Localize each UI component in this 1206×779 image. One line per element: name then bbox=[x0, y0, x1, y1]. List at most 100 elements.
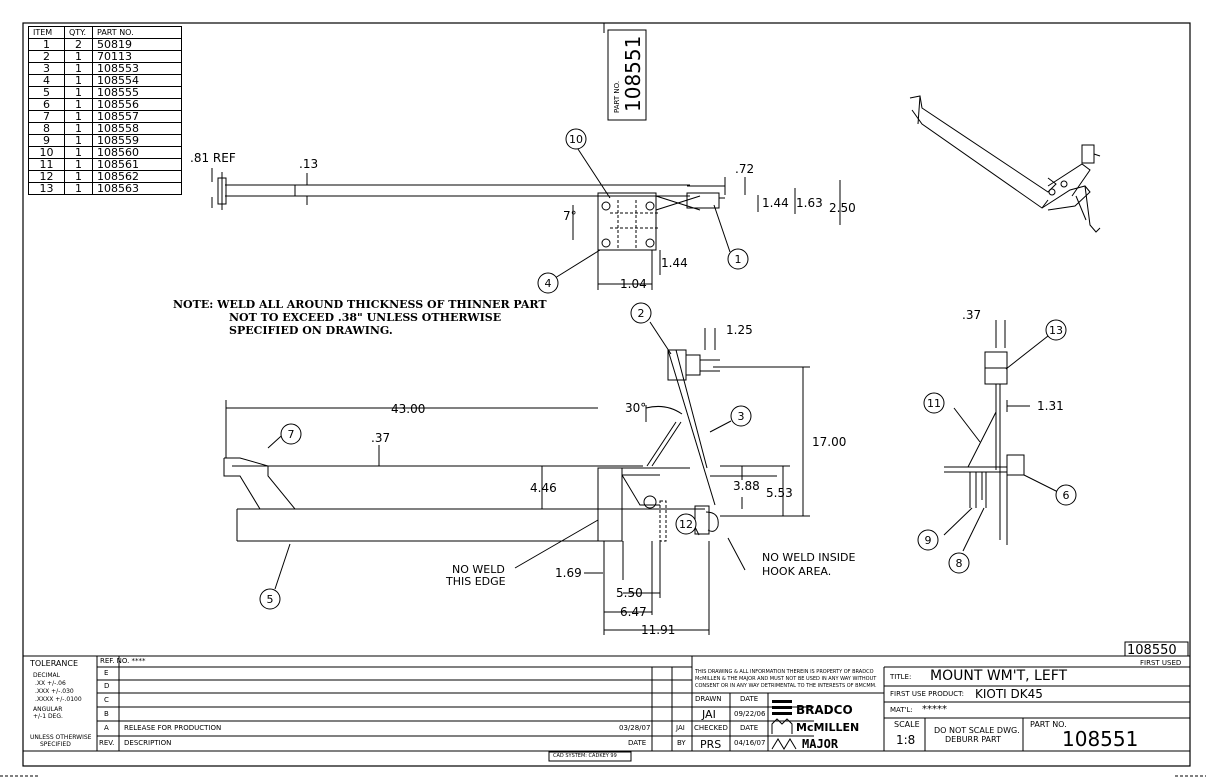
drawn-label: DRAWN bbox=[695, 695, 722, 703]
stamp-number: 108551 bbox=[621, 36, 645, 112]
first-used-label: FIRST USED bbox=[1140, 659, 1181, 667]
by-label: BY bbox=[677, 739, 686, 747]
mcmillen-text: McMILLEN bbox=[796, 721, 859, 734]
balloon-10: 10 bbox=[569, 133, 583, 146]
balloon-numbers: 10 4 1 2 3 7 5 12 13 11 6 9 8 bbox=[267, 133, 1070, 606]
dim-7deg: 7° bbox=[563, 209, 577, 223]
side-view bbox=[223, 321, 810, 635]
bom-cell-part: 108560 bbox=[92, 146, 182, 159]
checked-date-label: DATE bbox=[740, 724, 759, 732]
dim-553: 5.53 bbox=[766, 486, 793, 500]
bom-cell-item: 4 bbox=[28, 74, 65, 87]
balloon-6: 6 bbox=[1063, 489, 1070, 502]
weld-note: NOTE: WELD ALL AROUND THICKNESS OF THINN… bbox=[173, 298, 547, 337]
note-line-1: NOTE: WELD ALL AROUND THICKNESS OF THINN… bbox=[173, 298, 547, 311]
isometric-view bbox=[909, 95, 1101, 233]
bom-cell-part: 108553 bbox=[92, 62, 182, 75]
noweld-hook-line2: HOOK AREA. bbox=[762, 565, 831, 578]
drawn-by: JAI bbox=[702, 708, 716, 721]
do-not-scale: DO NOT SCALE DWG. bbox=[934, 726, 1020, 735]
deburr-part: DEBURR PART bbox=[945, 735, 1001, 744]
balloon-5: 5 bbox=[267, 593, 274, 606]
rev-label: REV. bbox=[99, 739, 115, 747]
tol-line-6: +/-1 DEG. bbox=[33, 713, 63, 720]
dim-250: 2.50 bbox=[829, 201, 856, 215]
bom-cell-qty: 1 bbox=[64, 62, 93, 75]
bom-cell-qty: 1 bbox=[64, 122, 93, 135]
dim-37-b: .37 bbox=[962, 308, 981, 322]
tol-line-8: SPECIFIED bbox=[40, 741, 71, 748]
ref-no: REF. NO. **** bbox=[100, 657, 146, 665]
noweld-hook-line1: NO WELD INSIDE bbox=[762, 551, 855, 564]
callout-notes: NO WELD THIS EDGE NO WELD INSIDE HOOK AR… bbox=[445, 551, 855, 588]
rev-e: E bbox=[104, 669, 109, 677]
dim-163: 1.63 bbox=[796, 196, 823, 210]
balloon-4: 4 bbox=[545, 277, 552, 290]
title-label: TITLE: bbox=[890, 673, 912, 681]
release-desc: RELEASE FOR PRODUCTION bbox=[124, 724, 222, 732]
dim-104: 1.04 bbox=[620, 277, 647, 291]
bom-cell-item: 3 bbox=[28, 62, 65, 75]
bom-header-qty: QTY. bbox=[64, 26, 93, 39]
checked-by: PRS bbox=[700, 738, 722, 751]
bom-cell-qty: 1 bbox=[64, 134, 93, 147]
dim-647: 6.47 bbox=[620, 605, 647, 619]
bom-cell-qty: 1 bbox=[64, 170, 93, 183]
bom-cell-item: 11 bbox=[28, 158, 65, 171]
bom-cell-qty: 1 bbox=[64, 158, 93, 171]
matl-value: ***** bbox=[922, 704, 947, 715]
bom-cell-part: 50819 bbox=[92, 38, 182, 51]
top-view bbox=[211, 145, 841, 290]
partno-label: PART NO. bbox=[1030, 720, 1067, 729]
note-line-2: NOT TO EXCEED .38" UNLESS OTHERWISE bbox=[229, 311, 502, 324]
dim-125: 1.25 bbox=[726, 323, 753, 337]
scale-label: SCALE bbox=[894, 720, 920, 729]
bom-cell-item: 13 bbox=[28, 182, 65, 195]
bom-cell-qty: 2 bbox=[64, 38, 93, 51]
rev-c: C bbox=[104, 696, 109, 704]
dim-13: .13 bbox=[299, 157, 318, 171]
bom-cell-item: 7 bbox=[28, 110, 65, 123]
balloon-9: 9 bbox=[925, 534, 932, 547]
bom-cell-qty: 1 bbox=[64, 98, 93, 111]
balloon-12: 12 bbox=[679, 518, 693, 531]
dimension-labels: .81 REF .13 .72 1.44 1.63 2.50 7° 1.04 1… bbox=[190, 151, 1064, 637]
balloon-1: 1 bbox=[735, 253, 742, 266]
bom-cell-qty: 1 bbox=[64, 86, 93, 99]
note-line-3: SPECIFIED ON DRAWING. bbox=[229, 324, 393, 337]
end-view bbox=[943, 320, 1061, 552]
bom-cell-item: 8 bbox=[28, 122, 65, 135]
bom-cell-qty: 1 bbox=[64, 146, 93, 159]
bom-cell-item: 12 bbox=[28, 170, 65, 183]
prop-line-1: THIS DRAWING & ALL INFORMATION THEREIN I… bbox=[695, 669, 874, 675]
drawn-date: 09/22/06 bbox=[734, 710, 766, 718]
title-value: MOUNT WM'T, LEFT bbox=[930, 668, 1068, 684]
first-used-number: 108550 bbox=[1127, 643, 1177, 658]
bom-cell-item: 10 bbox=[28, 146, 65, 159]
rev-b: B bbox=[104, 710, 109, 718]
bom-cell-item: 1 bbox=[28, 38, 65, 51]
bom-cell-part: 108556 bbox=[92, 98, 182, 111]
bom-cell-qty: 1 bbox=[64, 50, 93, 63]
partno-value: 108551 bbox=[1062, 727, 1139, 751]
prop-line-3: CONSENT OR IN ANY WAY DETRIMENTAL TO THE… bbox=[695, 683, 877, 689]
dim-169: 1.69 bbox=[555, 566, 582, 580]
dim-37-a: .37 bbox=[371, 431, 390, 445]
dim-81-ref: .81 REF bbox=[190, 151, 236, 165]
balloon-3: 3 bbox=[738, 410, 745, 423]
dim-30deg: 30° bbox=[625, 401, 646, 415]
noweld-edge-line2: THIS EDGE bbox=[445, 575, 506, 588]
prop-line-2: McMILLEN & THE MAJOR AND MUST NOT BE USE… bbox=[695, 676, 877, 682]
date-label: DATE bbox=[628, 739, 647, 747]
bom-cell-item: 2 bbox=[28, 50, 65, 63]
company-logos: BRADCO McMILLEN MAJOR bbox=[771, 700, 859, 751]
desc-label: DESCRIPTION bbox=[124, 739, 172, 747]
